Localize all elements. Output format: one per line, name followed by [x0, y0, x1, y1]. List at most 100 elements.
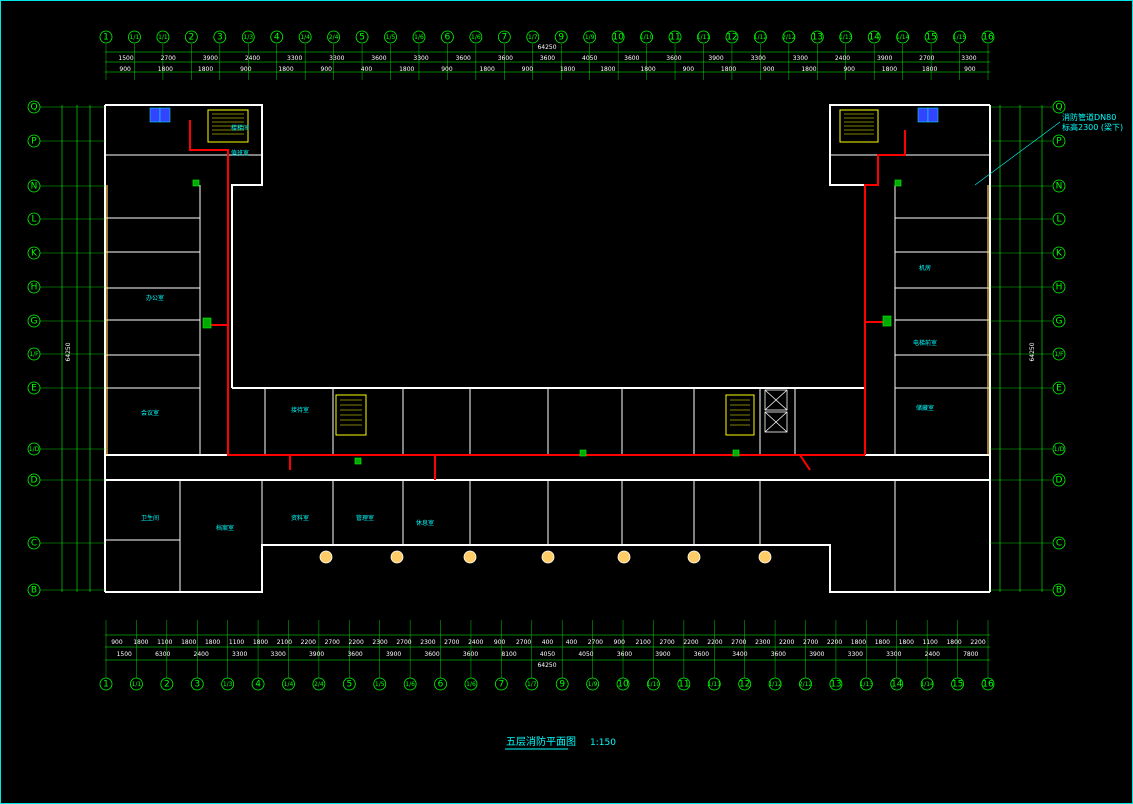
column-axis-label: 7: [501, 33, 507, 43]
row-axis-label: Q: [1055, 103, 1062, 113]
column-axis-bubble: [953, 30, 966, 44]
column-axis-label: 6: [445, 33, 451, 43]
dimension-value: 3300: [413, 55, 428, 62]
dimension-value: 2700: [731, 639, 746, 646]
dimension-value: 1500: [117, 651, 132, 658]
column-axis-bubble: [981, 30, 995, 44]
row-axis-bubble: [27, 314, 41, 328]
dimension-value: 1500: [118, 55, 133, 62]
dimension-value: 1100: [923, 639, 938, 646]
column-axis-label: 4: [255, 680, 261, 690]
yellow-curtain-walls: [106, 185, 989, 455]
column-axis-label: 9: [558, 33, 564, 43]
dimension-value: 900: [683, 66, 695, 73]
column-axis-bubble: [184, 30, 198, 44]
dimension-value: 1800: [882, 66, 897, 73]
row-axis-bubble: [1052, 212, 1066, 226]
dimension-value: 3600: [498, 55, 513, 62]
column-axis-bubble: [738, 677, 752, 691]
column-axis-bubble: [586, 677, 600, 691]
dimension-value: 1800: [278, 66, 293, 73]
row-axis-label: B: [1056, 586, 1062, 596]
dimension-value: 1800: [205, 639, 220, 646]
column-axis-bubble: [221, 677, 235, 691]
dimension-value: 3300: [886, 651, 901, 658]
row-axis-bubble: [1052, 100, 1066, 114]
row-axis-bubble: [27, 280, 41, 294]
dimension-value: 900: [614, 639, 626, 646]
column-axis-bubble: [525, 677, 539, 691]
dimension-value: 4050: [578, 651, 593, 658]
column-axis-label: 10: [617, 680, 629, 690]
column-axis-bubble: [464, 677, 478, 691]
column-axis-label: 1/14: [896, 34, 910, 41]
column-axis-bubble: [373, 677, 387, 691]
column-axis-bubble: [782, 30, 796, 44]
dimension-value: 6300: [155, 651, 170, 658]
dimension-value: 2200: [707, 639, 722, 646]
column-axis-label: 1/13: [839, 34, 853, 41]
row-axis-label: P: [1056, 137, 1062, 147]
annotation-leader: [974, 121, 1061, 186]
column-axis-label: 14: [891, 680, 903, 690]
column-axis-bubble: [829, 677, 843, 691]
column-axis-label: 1/9: [588, 681, 598, 688]
row-axis-label: G: [1056, 317, 1063, 327]
dimension-value: 1800: [640, 66, 655, 73]
side-dimension-left: 64250: [65, 342, 72, 361]
room-label: 值班室: [231, 149, 249, 157]
column-axis-label: 6: [438, 680, 444, 690]
room-label: 档案室: [216, 524, 234, 532]
column-axis-bubble: [799, 677, 812, 691]
dimension-value: 3900: [203, 55, 218, 62]
dimension-value: 2200: [349, 639, 364, 646]
washroom-fixtures: [149, 107, 939, 123]
dimension-value: 3300: [329, 55, 344, 62]
dimension-value: 2700: [803, 639, 818, 646]
column-axis-label: 1/4: [284, 681, 294, 688]
column-axis-bubble: [920, 677, 934, 691]
row-axis-label: P: [31, 137, 37, 147]
dimension-value: 2400: [925, 651, 940, 658]
column-axis-label: 1: [103, 33, 109, 43]
column-axis-bubble: [384, 30, 397, 44]
row-axis-bubble: [27, 134, 41, 148]
column-axis-bubble: [403, 677, 417, 691]
column-axis-bubble: [160, 677, 174, 691]
row-axis-bubble: [27, 179, 41, 193]
room-label: 资料室: [291, 514, 309, 522]
column-axis-bubble: [190, 677, 204, 691]
column-axis-label: 1/6: [405, 681, 415, 688]
column-axis-bubble: [647, 677, 660, 691]
drawing-scale: 1:150: [590, 738, 616, 748]
row-axis-label: K: [31, 249, 38, 259]
column-axis-label: 1/10: [647, 681, 661, 688]
column-axis-bubble: [441, 30, 454, 44]
top-dimension-lines: [105, 51, 990, 73]
column-axis-bubble: [583, 30, 597, 44]
dimension-value: 4050: [582, 55, 597, 62]
column-axis-label: 1/6: [471, 34, 481, 41]
column-axis-label: 1/5: [386, 34, 396, 41]
column-axis-bubble: [497, 30, 511, 44]
row-axis-bubble: [1052, 536, 1066, 550]
row-axis-label: K: [1056, 249, 1063, 259]
dimension-value: 8100: [501, 651, 516, 658]
dimension-value: 3600: [694, 651, 709, 658]
column-axis-bubble: [156, 30, 170, 44]
round-columns: [319, 550, 772, 564]
dimension-value: 4050: [540, 651, 555, 658]
column-axis-bubble: [725, 30, 739, 44]
column-axis-bubble: [434, 677, 447, 691]
row-axis-label: B: [31, 586, 37, 596]
column-axis-label: 16: [982, 680, 994, 690]
column-axis-bubble: [342, 677, 356, 691]
dimension-value: 400: [566, 639, 578, 646]
column-axis-label: 4: [274, 33, 280, 43]
column-axis-label: 1/10: [640, 34, 654, 41]
column-axis-bubble: [896, 30, 910, 44]
column-axis-bubble: [526, 30, 540, 44]
